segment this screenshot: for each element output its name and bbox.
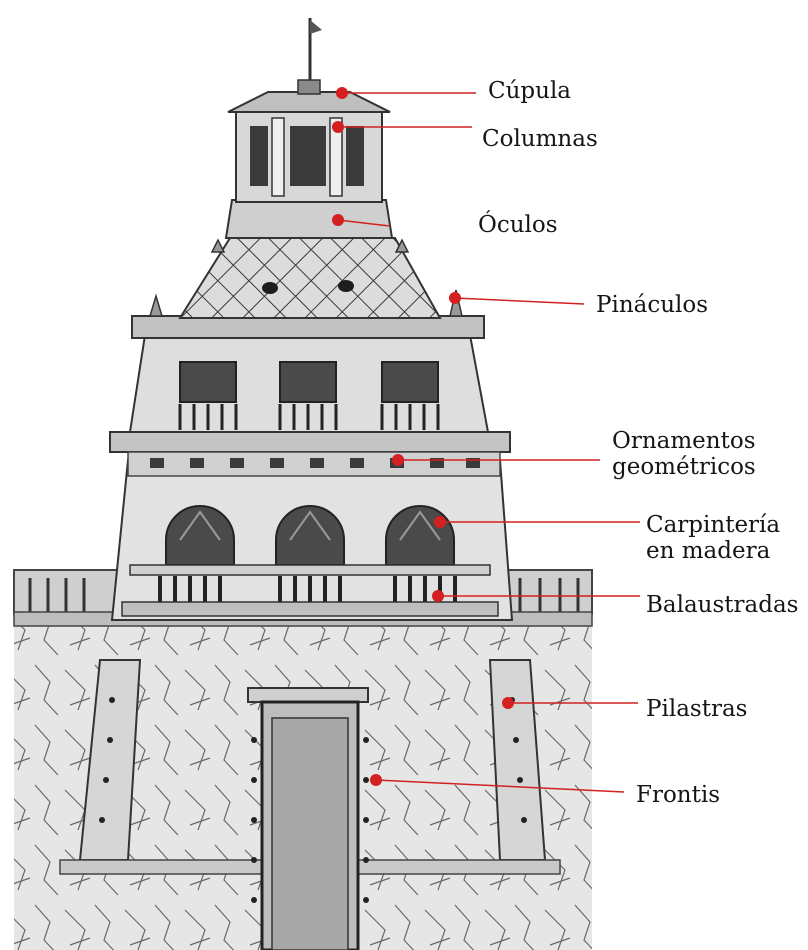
label-frontis: Frontis [636, 782, 721, 808]
marker-cupula [336, 87, 348, 99]
tower-body [109, 431, 514, 621]
leader-lines [337, 92, 640, 793]
marker-balaustradas [432, 590, 444, 602]
label-ornamentos-geometricos: Ornamentos geométricos [612, 428, 756, 480]
marker-oculos [332, 214, 344, 226]
doorway [247, 687, 369, 950]
label-oculos: Óculos [478, 212, 558, 238]
marker-carpinteria [434, 516, 446, 528]
tower-upper-level [128, 315, 490, 433]
label-cupula: Cúpula [488, 78, 572, 104]
label-carpinteria-en-madera: Carpintería en madera [646, 512, 781, 564]
label-columnas: Columnas [482, 126, 598, 152]
markers [332, 87, 514, 786]
marker-ornamentos [392, 454, 404, 466]
label-balaustradas: Balaustradas [646, 592, 799, 618]
marker-pilastras [502, 697, 514, 709]
marker-columnas [332, 121, 344, 133]
label-pilastras: Pilastras [646, 696, 748, 722]
dome [227, 18, 391, 113]
marker-frontis [370, 774, 382, 786]
label-pinaculos: Pináculos [596, 292, 709, 318]
marker-pinaculos [449, 292, 461, 304]
lantern [224, 109, 394, 239]
